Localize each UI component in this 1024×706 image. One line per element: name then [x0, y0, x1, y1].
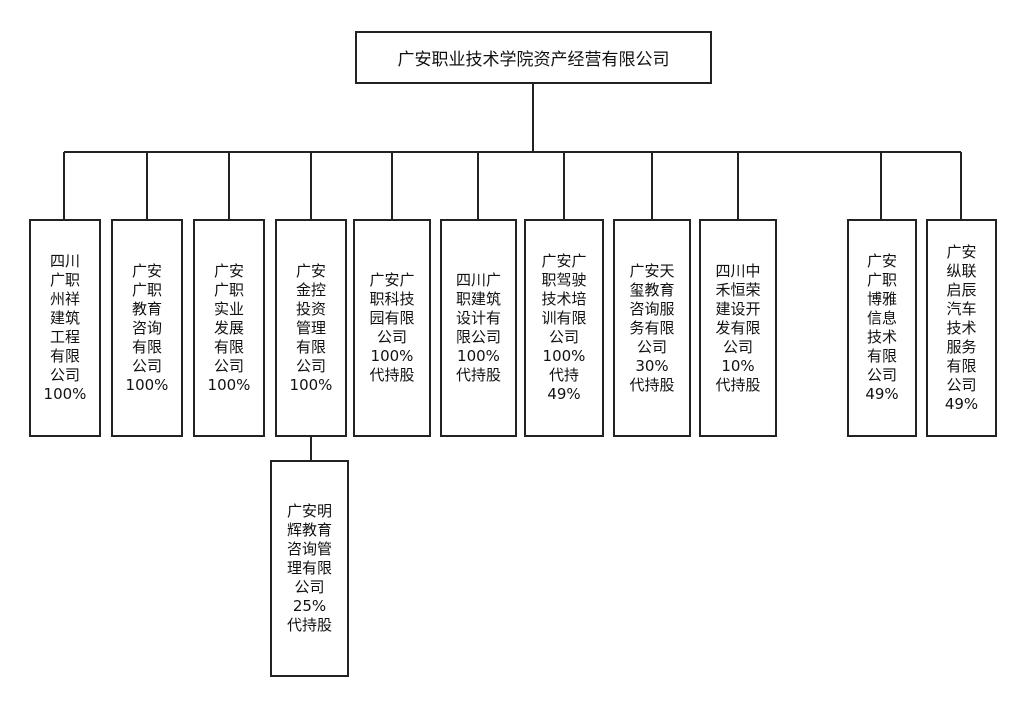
subsidiary-label-6: 四川广 职建筑 设计有 限公司 100% 代持股 — [455, 271, 501, 384]
subsidiary-label-7: 广安广 职驾驶 技术培 训有限 公司 100% 代持 49% — [541, 252, 587, 403]
root-company-box: 广安职业技术学院资产经营有限公司 — [355, 31, 712, 84]
subsidiary-box-4: 广安 金控 投资 管理 有限 公司 100% — [275, 219, 347, 437]
subsidiary-label-3: 广安 广职 实业 发展 有限 公司 100% — [207, 261, 251, 394]
subsidiary-box-9: 四川中 禾恒荣 建设开 发有限 公司 10% 代持股 — [699, 219, 777, 437]
subsidiary-label-11: 广安 纵联 启辰 汽车 技术 服务 有限 公司 49% — [944, 242, 979, 413]
subsidiary-box-7: 广安广 职驾驶 技术培 训有限 公司 100% 代持 49% — [524, 219, 604, 437]
subsidiary-box-10: 广安 广职 博雅 信息 技术 有限 公司 49% — [847, 219, 917, 437]
subsidiary-box-8: 广安天 玺教育 咨询服 务有限 公司 30% 代持股 — [613, 219, 691, 437]
subsidiary-label-2: 广安 广职 教育 咨询 有限 公司 100% — [125, 261, 169, 394]
subsidiary-box-2: 广安 广职 教育 咨询 有限 公司 100% — [111, 219, 183, 437]
sub-subsidiary-box: 广安明 辉教育 咨询管 理有限 公司 25% 代持股 — [270, 460, 349, 677]
subsidiary-label-8: 广安天 玺教育 咨询服 务有限 公司 30% 代持股 — [629, 261, 675, 394]
subsidiary-box-1: 四川 广职 州祥 建筑 工程 有限 公司 100% — [29, 219, 101, 437]
subsidiary-label-1: 四川 广职 州祥 建筑 工程 有限 公司 100% — [43, 252, 87, 403]
subsidiary-label-9: 四川中 禾恒荣 建设开 发有限 公司 10% 代持股 — [715, 261, 761, 394]
sub-subsidiary-label: 广安明 辉教育 咨询管 理有限 公司 25% 代持股 — [286, 502, 332, 634]
subsidiary-label-4: 广安 金控 投资 管理 有限 公司 100% — [289, 261, 333, 394]
subsidiary-box-3: 广安 广职 实业 发展 有限 公司 100% — [193, 219, 265, 437]
subsidiary-box-6: 四川广 职建筑 设计有 限公司 100% 代持股 — [440, 219, 517, 437]
subsidiary-label-10: 广安 广职 博雅 信息 技术 有限 公司 49% — [865, 252, 899, 403]
subsidiary-label-5: 广安广 职科技 园有限 公司 100% 代持股 — [369, 271, 415, 384]
subsidiary-box-5: 广安广 职科技 园有限 公司 100% 代持股 — [353, 219, 431, 437]
root-company-name: 广安职业技术学院资产经营有限公司 — [397, 50, 670, 70]
subsidiary-box-11: 广安 纵联 启辰 汽车 技术 服务 有限 公司 49% — [926, 219, 997, 437]
